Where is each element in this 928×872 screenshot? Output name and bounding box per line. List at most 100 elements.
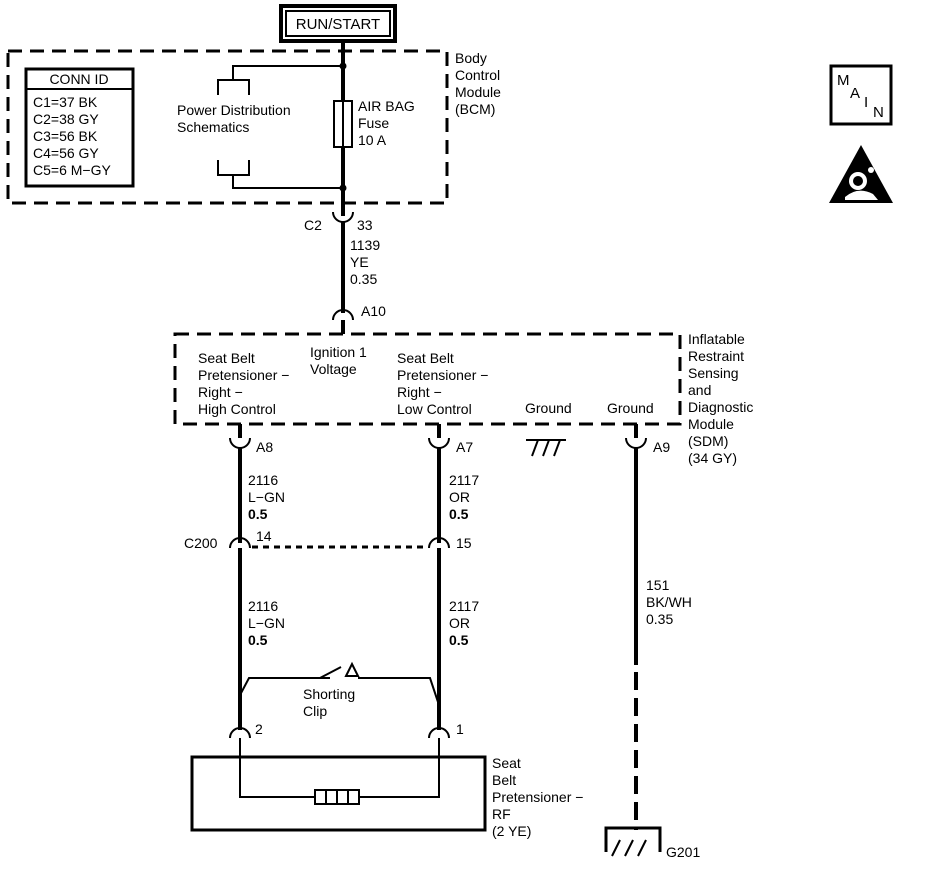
case-ground-icon (526, 439, 566, 457)
air-bag-fuse: AIR BAG Fuse 10 A (333, 98, 415, 148)
c200-pin: 15 (456, 535, 472, 551)
svg-text:Pretensioner −: Pretensioner − (492, 789, 583, 805)
wire-151-label: 151 BK/WH 0.35 (646, 577, 692, 627)
svg-text:Right −: Right − (397, 384, 442, 400)
svg-text:Clip: Clip (303, 703, 327, 719)
svg-text:OR: OR (449, 489, 470, 505)
svg-text:Module: Module (688, 416, 734, 432)
svg-text:0.35: 0.35 (646, 611, 673, 627)
svg-text:M: M (837, 72, 850, 89)
wire-2116-label-upper: 2116 L−GN 0.5 (248, 472, 285, 522)
sdm-pin-a9: A9 (625, 424, 670, 455)
pretensioner-name: Seat Belt Pretensioner − RF (2 YE) (492, 755, 583, 839)
svg-text:Seat Belt: Seat Belt (397, 350, 454, 366)
svg-text:10 A: 10 A (358, 132, 387, 148)
svg-text:Sensing: Sensing (688, 365, 739, 381)
svg-text:High Control: High Control (198, 401, 276, 417)
svg-text:A9: A9 (653, 439, 670, 455)
svg-text:Voltage: Voltage (310, 361, 357, 377)
ground-g201-icon: G201 (604, 826, 700, 860)
conn-id-table: CONN ID C1=37 BK C2=38 GY C3=56 BK C4=56… (24, 67, 135, 188)
shorting-clip-label: Shorting (303, 686, 355, 702)
conn-id-row: C5=6 M−GY (33, 162, 111, 178)
ground-label: Ground (607, 400, 654, 416)
svg-text:L−GN: L−GN (248, 615, 285, 631)
svg-text:YE: YE (350, 254, 369, 270)
conn-id-row: C4=56 GY (33, 145, 99, 161)
svg-text:Body: Body (455, 50, 487, 66)
svg-text:2117: 2117 (449, 472, 479, 488)
svg-text:BK/WH: BK/WH (646, 594, 692, 610)
connector-c2: C2 33 (304, 211, 373, 313)
conn-id-row: C2=38 GY (33, 111, 99, 127)
sdm-pin-a10: A10 (332, 303, 386, 334)
svg-text:2: 2 (255, 721, 263, 737)
svg-text:0.5: 0.5 (449, 506, 469, 522)
sdm-name: Inflatable Restraint Sensing and Diagnos… (688, 331, 753, 466)
shorting-clip: Shorting Clip (239, 661, 440, 719)
airbag-warning-icon (829, 145, 893, 203)
sdm-pin-a8: A8 (229, 424, 273, 455)
svg-text:Fuse: Fuse (358, 115, 389, 131)
svg-text:0.5: 0.5 (449, 632, 469, 648)
svg-text:(SDM): (SDM) (688, 433, 728, 449)
svg-text:2116: 2116 (248, 472, 278, 488)
power-distribution-reference: Power Distribution Schematics (177, 65, 343, 189)
seat-belt-pretensioner (190, 738, 487, 832)
run-start-label: RUN/START (296, 16, 380, 33)
svg-text:A: A (850, 85, 860, 102)
svg-text:Control: Control (455, 67, 500, 83)
wire-1139-label: 1139 YE 0.35 (350, 237, 380, 287)
c200-label: C200 (184, 535, 218, 551)
fuse-label: AIR BAG (358, 98, 415, 114)
svg-text:Module: Module (455, 84, 501, 100)
svg-text:Belt: Belt (492, 772, 516, 788)
svg-text:Seat Belt: Seat Belt (198, 350, 255, 366)
pretensioner-pin-2: 2 (229, 721, 263, 739)
svg-text:2116: 2116 (248, 598, 278, 614)
svg-text:0.5: 0.5 (248, 506, 268, 522)
svg-text:Right −: Right − (198, 384, 243, 400)
svg-text:0.35: 0.35 (350, 271, 377, 287)
svg-text:(34 GY): (34 GY) (688, 450, 737, 466)
ground-label: Ground (525, 400, 572, 416)
bcm-module-outline (6, 49, 449, 205)
svg-text:Restraint: Restraint (688, 348, 744, 364)
svg-text:A8: A8 (256, 439, 273, 455)
high-control-label: Seat Belt Pretensioner − Right − High Co… (198, 350, 289, 417)
svg-text:I: I (864, 94, 868, 111)
bcm-name: Body Control Module (BCM) (455, 50, 501, 117)
svg-text:1: 1 (456, 721, 464, 737)
sdm-module-outline (173, 332, 682, 426)
sdm-pin-a7: A7 (428, 424, 473, 455)
main-badge: M A I N (829, 64, 893, 126)
svg-text:and: and (688, 382, 711, 398)
splice-dot (339, 62, 347, 70)
svg-text:Seat: Seat (492, 755, 521, 771)
run-start-box: RUN/START (279, 4, 397, 43)
wire-2117-label-upper: 2117 OR 0.5 (449, 472, 479, 522)
svg-text:0.5: 0.5 (248, 632, 268, 648)
ground-g201-label: G201 (666, 844, 700, 860)
svg-text:(BCM): (BCM) (455, 101, 495, 117)
svg-text:Pretensioner −: Pretensioner − (198, 367, 289, 383)
svg-text:Pretensioner −: Pretensioner − (397, 367, 488, 383)
c2-label: C2 (304, 217, 322, 233)
power-distribution-label: Power Distribution (177, 102, 291, 118)
svg-text:Inflatable: Inflatable (688, 331, 745, 347)
connector-c200: C200 14 15 (184, 528, 472, 551)
wire-2116-label-lower: 2116 L−GN 0.5 (248, 598, 285, 648)
svg-text:151: 151 (646, 577, 670, 593)
splice-dot (339, 184, 347, 192)
svg-text:A7: A7 (456, 439, 473, 455)
svg-text:OR: OR (449, 615, 470, 631)
wire-2117-label-lower: 2117 OR 0.5 (449, 598, 479, 648)
conn-id-title: CONN ID (49, 71, 108, 87)
svg-text:Low Control: Low Control (397, 401, 472, 417)
svg-text:Schematics: Schematics (177, 119, 249, 135)
conn-id-row: C3=56 BK (33, 128, 98, 144)
svg-text:(2 YE): (2 YE) (492, 823, 531, 839)
pretensioner-pin-1: 1 (428, 721, 464, 739)
svg-text:RF: RF (492, 806, 511, 822)
